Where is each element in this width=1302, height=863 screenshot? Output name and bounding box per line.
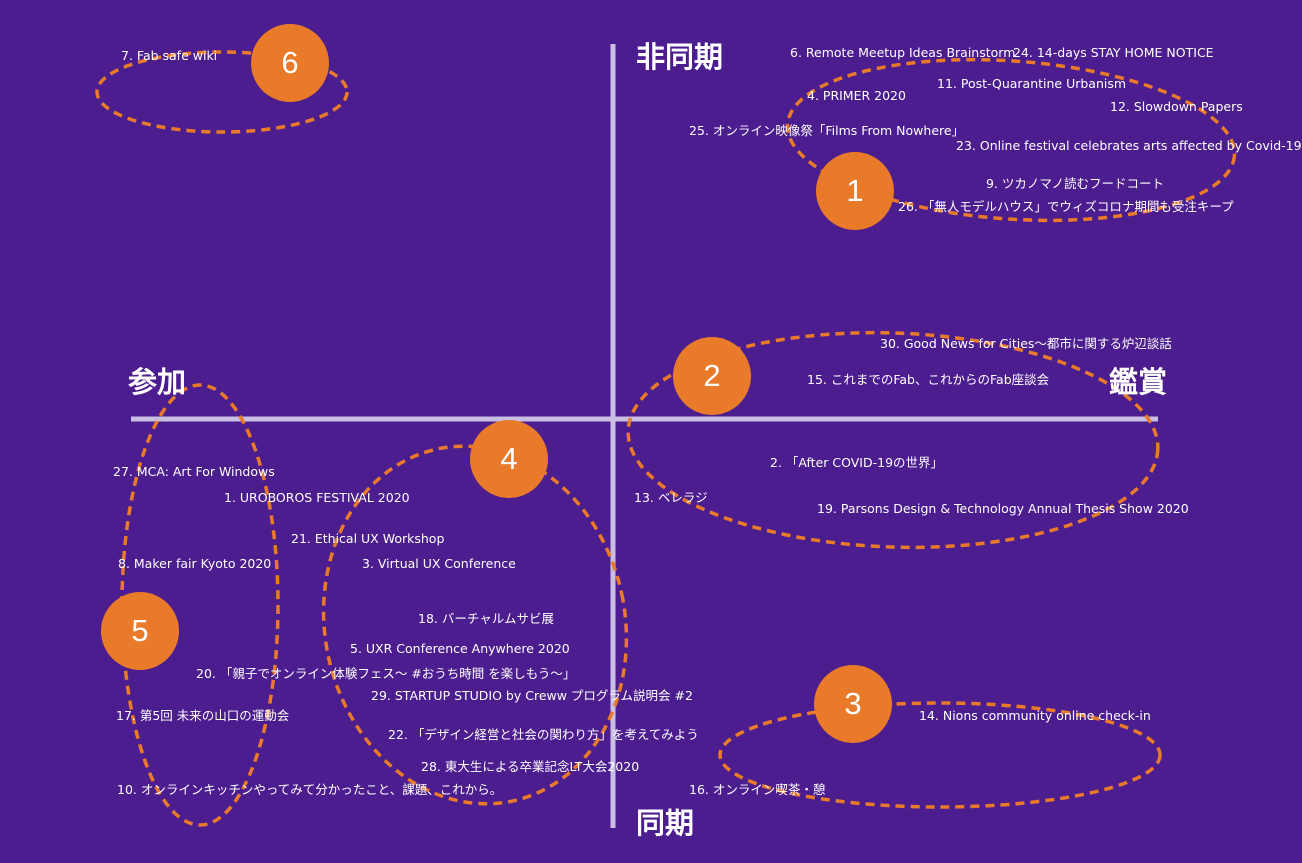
axis-label-right: 鑑賞 <box>1109 365 1168 399</box>
item-label: 9. ツカノマノ読むフードコート <box>986 176 1165 191</box>
item-label: 26. 「無人モデルハウス」でウィズコロナ期間も受注キープ <box>898 199 1234 214</box>
item-label: 14. Nions community online check-in <box>919 708 1151 723</box>
item-label: 20. 「親子でオンライン体験フェス〜 #おうち時間 を楽しもう〜」 <box>196 666 576 681</box>
axis-label-top: 非同期 <box>636 40 724 74</box>
axis-label-bottom: 同期 <box>636 806 695 840</box>
item-label: 29. STARTUP STUDIO by Creww プログラム説明会 #2 <box>371 688 693 703</box>
item-label: 19. Parsons Design & Technology Annual T… <box>817 501 1189 516</box>
group-badge-6: 6 <box>251 24 329 102</box>
item-label: 7. Fab safe wiki <box>121 48 218 63</box>
item-label: 23. Online festival celebrates arts affe… <box>956 138 1302 153</box>
group-outline-6 <box>95 50 349 134</box>
item-label: 30. Good News for Cities〜都市に関する炉辺談話 <box>880 336 1172 351</box>
item-label: 22. 「デザイン経営と社会の関わり方」を考えてみよう <box>388 727 699 742</box>
item-label: 3. Virtual UX Conference <box>362 556 516 571</box>
item-label: 4. PRIMER 2020 <box>807 88 906 103</box>
group-outline-1 <box>785 57 1237 223</box>
item-label: 24. 14-days STAY HOME NOTICE <box>1013 45 1214 60</box>
item-label: 5. UXR Conference Anywhere 2020 <box>350 641 570 656</box>
group-outline-2 <box>626 330 1160 550</box>
axis-label-left: 参加 <box>128 365 187 399</box>
item-label: 6. Remote Meetup Ideas Brainstorm <box>790 45 1016 60</box>
group-badge-3: 3 <box>814 665 892 743</box>
item-label: 18. バーチャルムサビ展 <box>418 611 554 626</box>
group-badge-2: 2 <box>673 337 751 415</box>
group-badge-4: 4 <box>470 420 548 498</box>
group-outline-4 <box>321 444 629 806</box>
group-badge-5: 5 <box>101 592 179 670</box>
item-label: 25. オンライン映像祭「Films From Nowhere」 <box>689 123 965 138</box>
item-label: 28. 東大生による卒業記念LT大会2020 <box>421 759 640 774</box>
item-label: 8. Maker fair Kyoto 2020 <box>118 556 272 571</box>
item-label: 11. Post-Quarantine Urbanism <box>937 76 1127 91</box>
item-label: 21. Ethical UX Workshop <box>291 531 445 546</box>
group-outline-5 <box>120 383 280 827</box>
item-label: 10. オンラインキッチンやってみて分かったこと、課題、これから。 <box>117 782 503 797</box>
item-label: 15. これまでのFab、これからのFab座談会 <box>807 372 1050 387</box>
item-label: 1. UROBOROS FESTIVAL 2020 <box>224 490 410 505</box>
item-label: 27. MCA: Art For Windows <box>113 464 275 479</box>
group-outline-3 <box>718 701 1162 809</box>
group-badge-1: 1 <box>816 152 894 230</box>
item-label: 13. ベレラジ <box>634 490 708 505</box>
item-label: 12. Slowdown Papers <box>1110 99 1243 114</box>
item-label: 16. オンライン喫茶・憩 <box>689 782 826 797</box>
item-label: 17. 第5回 未来の山口の運動会 <box>116 708 290 723</box>
item-label: 2. 「After COVID-19の世界」 <box>770 455 944 470</box>
